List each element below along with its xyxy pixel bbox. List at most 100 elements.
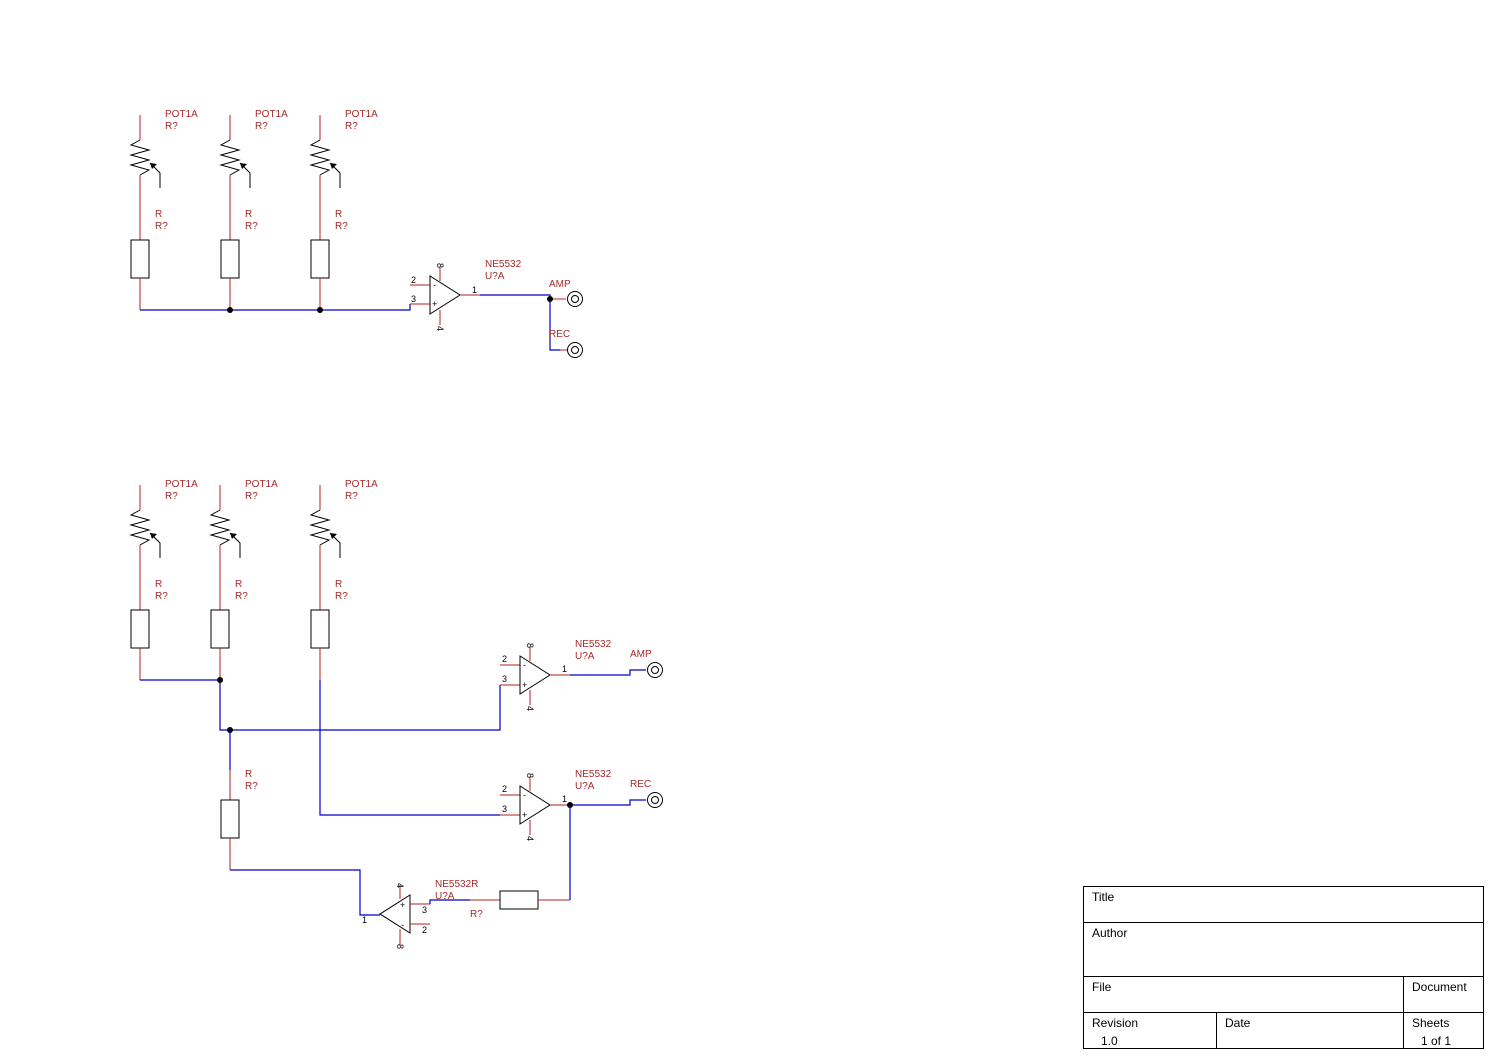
pin-number: 2 xyxy=(411,275,416,285)
opamp-ref-label: U?A xyxy=(485,271,505,282)
resistor: R R? xyxy=(220,209,258,310)
file-label: File xyxy=(1092,980,1112,994)
author-label: Author xyxy=(1092,926,1127,940)
junction-dot xyxy=(217,677,223,683)
pot-ref-label: R? xyxy=(345,121,358,132)
wire xyxy=(570,669,646,676)
resistor-value-label: R xyxy=(155,209,162,220)
pin-number: 3 xyxy=(411,294,416,304)
resistor: R R? xyxy=(220,769,258,870)
resistor: R R? xyxy=(210,579,248,680)
pin-number: 4 xyxy=(435,326,445,331)
resistor-ref-label: R? xyxy=(245,221,258,232)
pot-ref-label: R? xyxy=(165,491,178,502)
port-label: REC xyxy=(549,329,570,340)
resistor-ref-label: R? xyxy=(155,221,168,232)
junction-dot xyxy=(547,296,553,302)
pot-value-label: POT1A xyxy=(345,109,378,120)
sheets-value: 1 of 1 xyxy=(1421,1034,1451,1048)
sheets-label: Sheets xyxy=(1412,1016,1449,1030)
resistor: R R? xyxy=(310,579,348,680)
resistor-ref-label: R? xyxy=(335,221,348,232)
resistor-ref-label: R? xyxy=(155,591,168,602)
pin-number: 8 xyxy=(435,263,445,268)
pin-number: 4 xyxy=(395,883,405,888)
pot-value-label: POT1A xyxy=(165,479,198,490)
resistor-value-label: R xyxy=(335,209,342,220)
rec-output-port: REC xyxy=(630,779,663,808)
wire xyxy=(429,899,470,904)
pin-number: 2 xyxy=(422,925,427,935)
resistor: R R? xyxy=(310,209,348,310)
opamp-ref-label: U?A xyxy=(435,891,455,902)
resistor-value-label: R xyxy=(335,579,342,590)
pot-value-label: POT1A xyxy=(345,479,378,490)
pin-number: 1 xyxy=(562,664,567,674)
op-amp: - + 2 3 1 8 4 NE5532 U?A xyxy=(500,639,612,711)
title-block: Title Author File Document Revision 1.0 … xyxy=(1083,886,1484,1049)
resistor-ref-label: R? xyxy=(470,909,483,920)
resistor-ref-label: R? xyxy=(245,781,258,792)
resistor-value-label: R xyxy=(235,579,242,590)
op-amp: - + 2 3 1 8 4 NE5532 U?A xyxy=(410,259,522,331)
pin-number: 8 xyxy=(395,944,405,949)
port-label: REC xyxy=(630,779,651,790)
pot-value-label: POT1A xyxy=(165,109,198,120)
document-label: Document xyxy=(1412,980,1467,994)
resistor: R R? xyxy=(130,209,168,310)
pot-ref-label: R? xyxy=(165,121,178,132)
pin-number: 1 xyxy=(562,794,567,804)
pot-ref-label: R? xyxy=(245,491,258,502)
pin-number: 3 xyxy=(502,674,507,684)
pin-number: 4 xyxy=(525,836,535,841)
port-label: AMP xyxy=(549,279,571,290)
pin-number: 2 xyxy=(502,784,507,794)
pin-number: 8 xyxy=(525,773,535,778)
wire xyxy=(230,869,380,916)
revision-label: Revision xyxy=(1092,1016,1138,1030)
opamp-value-label: NE5532 xyxy=(485,259,522,270)
opamp-value-label: NE5532R xyxy=(435,879,478,890)
pot-ref-label: R? xyxy=(345,491,358,502)
amp-output-port: AMP xyxy=(630,649,663,678)
circuit-2: POT1A R? POT1A R? POT1A R? R R? xyxy=(129,479,663,949)
op-amp: - + 2 3 1 8 4 NE5532 U?A xyxy=(500,769,612,841)
pin-number: 2 xyxy=(502,654,507,664)
resistor: R R? xyxy=(130,579,168,680)
opamp-ref-label: U?A xyxy=(575,781,595,792)
svg-text:+: + xyxy=(432,299,437,309)
resistor-ref-label: R? xyxy=(235,591,248,602)
svg-text:+: + xyxy=(400,900,405,910)
svg-text:-: - xyxy=(401,920,404,930)
amp-output-port: AMP xyxy=(549,279,583,307)
pot-value-label: POT1A xyxy=(245,479,278,490)
potentiometer: POT1A R? xyxy=(219,109,288,210)
junction-dot xyxy=(317,307,323,313)
potentiometer: POT1A R? xyxy=(129,109,198,210)
op-amp: + - 3 2 1 4 8 NE5532R U?A xyxy=(362,879,478,949)
pin-number: 1 xyxy=(362,915,367,925)
svg-text:-: - xyxy=(523,790,526,800)
svg-text:-: - xyxy=(433,280,436,290)
date-label: Date xyxy=(1225,1016,1251,1030)
opamp-ref-label: U?A xyxy=(575,651,595,662)
opamp-value-label: NE5532 xyxy=(575,769,612,780)
revision-value: 1.0 xyxy=(1101,1034,1118,1048)
opamp-value-label: NE5532 xyxy=(575,639,612,650)
circuit-1: POT1A R? POT1A R? POT1A R? R R? xyxy=(129,109,583,358)
svg-text:+: + xyxy=(522,680,527,690)
potentiometer: POT1A R? xyxy=(309,479,378,580)
wire xyxy=(570,799,646,806)
svg-text:-: - xyxy=(523,660,526,670)
pin-number: 3 xyxy=(502,804,507,814)
wire xyxy=(140,304,411,311)
resistor-value-label: R xyxy=(155,579,162,590)
pin-number: 8 xyxy=(525,643,535,648)
resistor-value-label: R xyxy=(245,209,252,220)
svg-text:+: + xyxy=(522,810,527,820)
pot-ref-label: R? xyxy=(255,121,268,132)
potentiometer: POT1A R? xyxy=(209,479,278,580)
potentiometer: POT1A R? xyxy=(309,109,378,210)
pin-number: 3 xyxy=(422,905,427,915)
